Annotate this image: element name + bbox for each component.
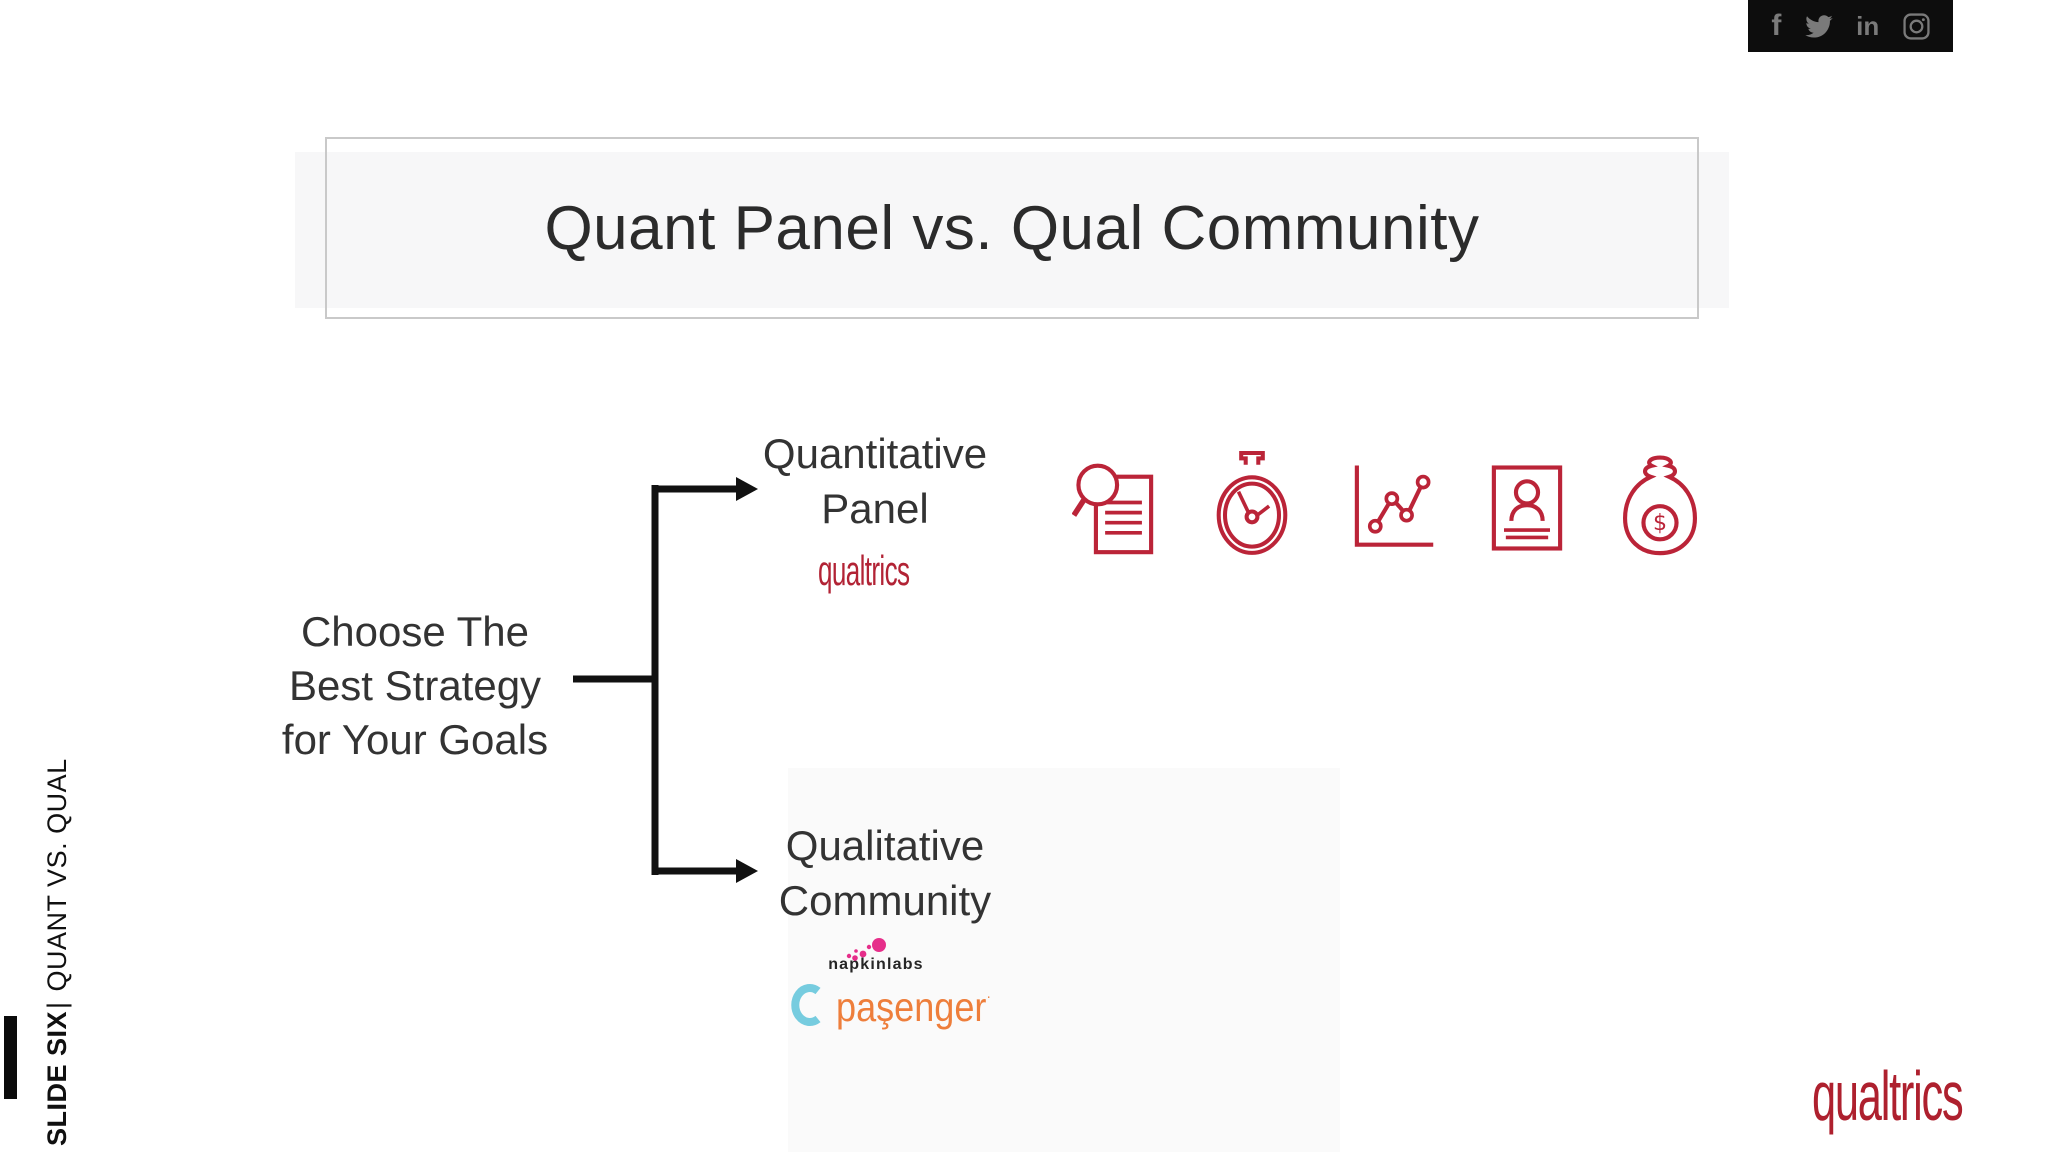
passenger-wordmark: paşenger·	[836, 984, 991, 1031]
qual-line-2: Community	[778, 877, 992, 924]
slide-side-label: SLIDE SIX| QUANT VS. QUAL	[42, 758, 73, 1146]
qualitative-community-label: Qualitative Community	[740, 818, 1030, 928]
slide-topic-label: QUANT VS. QUAL	[42, 758, 72, 992]
slide-title: Quant Panel vs. Qual Community	[544, 193, 1480, 263]
napkinlabs-logo: napkinlabs	[824, 938, 928, 974]
napkinlabs-wordmark: napkinlabs	[828, 956, 924, 973]
quant-line-1: Quantitative	[762, 430, 988, 477]
facebook-icon[interactable]: f	[1771, 9, 1782, 42]
qualtrics-logo-small: qualtrics	[818, 547, 910, 594]
quantitative-panel-label: Quantitative Panel	[740, 426, 1010, 536]
title-band	[295, 152, 1729, 308]
linkedin-icon[interactable]: in	[1856, 11, 1880, 41]
root-node-label: Choose The Best Strategy for Your Goals	[255, 605, 575, 767]
title-box: Quant Panel vs. Qual Community	[325, 137, 1699, 319]
napkinlabs-dots-icon	[846, 938, 886, 961]
svg-text:$: $	[1653, 511, 1667, 536]
document-search-icon	[1072, 460, 1164, 556]
money-bag-icon: $	[1614, 452, 1706, 566]
root-line-1: Choose The	[300, 608, 530, 655]
root-line-2: Best Strategy	[288, 662, 542, 709]
person-badge-icon	[1488, 462, 1566, 554]
background-shading	[788, 768, 1340, 1152]
quant-line-2: Panel	[821, 485, 929, 532]
passenger-trademark: ·	[986, 988, 991, 1005]
stopwatch-icon	[1207, 450, 1297, 564]
line-chart-icon	[1344, 458, 1436, 554]
root-line-3: for Your Goals	[281, 716, 549, 763]
qual-line-1: Qualitative	[785, 822, 985, 869]
slide-number-label: SLIDE SIX	[42, 1010, 72, 1146]
slide-label-separator: |	[42, 1001, 72, 1009]
slide-number-tab	[4, 1016, 17, 1099]
social-bar: f in	[1748, 0, 1953, 52]
instagram-icon[interactable]	[1903, 12, 1930, 40]
twitter-icon[interactable]	[1804, 14, 1833, 38]
passenger-c-icon	[791, 984, 821, 1026]
passenger-text: paşenger	[836, 984, 987, 1030]
qualtrics-logo-footer: qualtrics	[1812, 1057, 1964, 1135]
